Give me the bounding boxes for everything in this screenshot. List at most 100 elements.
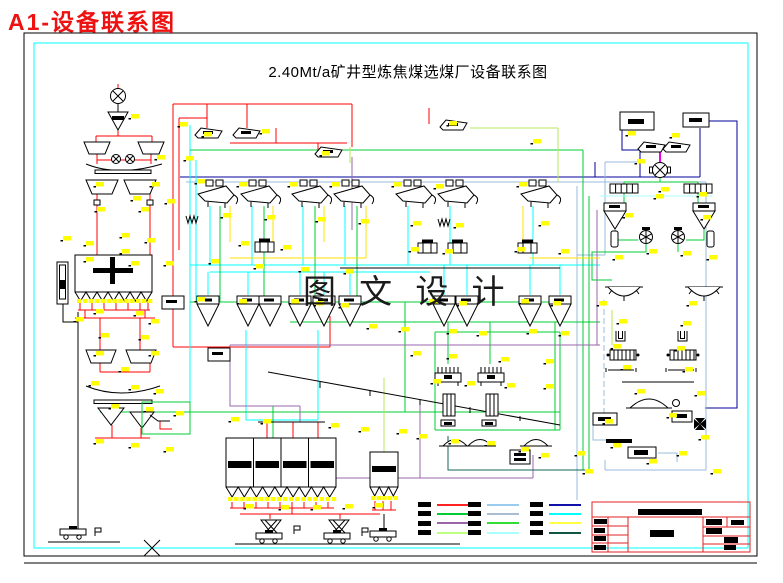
equipment-label-mark	[533, 139, 541, 144]
label-leader-tick	[319, 155, 322, 157]
label-leader-tick	[646, 253, 649, 255]
label-leader-tick	[259, 133, 262, 135]
label-leader-tick	[538, 225, 541, 227]
label-leader-tick	[343, 273, 346, 275]
feeder-dot	[295, 497, 300, 501]
equipment-label-mark	[709, 255, 717, 260]
label-leader-tick	[558, 253, 561, 255]
cyclone-icon	[258, 295, 282, 327]
arc-thickener-icon	[684, 286, 724, 302]
label-leader-tick	[634, 163, 637, 165]
label-leader-tick	[128, 265, 131, 267]
equipment-label-mark	[456, 223, 464, 228]
label-leader-tick	[173, 415, 176, 417]
reagent-box-icon	[509, 449, 531, 465]
feeder-dot	[94, 299, 100, 303]
equipment-label-mark	[519, 182, 527, 187]
gangue-bunker-icon	[369, 451, 399, 531]
equipment-label-mark	[637, 389, 645, 394]
label-leader-tick	[372, 507, 375, 509]
label-leader-tick	[83, 245, 86, 247]
feeder-dot	[100, 299, 106, 303]
feeder-dot	[130, 299, 135, 303]
equipment-label-mark	[166, 261, 174, 266]
label-leader-tick	[133, 315, 136, 317]
label-leader-tick	[410, 225, 413, 227]
equipment-label-mark	[156, 389, 164, 394]
label-leader-tick	[154, 159, 157, 161]
equipment-label-mark	[91, 381, 99, 386]
feeder-dot	[240, 497, 245, 501]
equipment-label-mark	[152, 182, 160, 187]
equipment-label-mark	[451, 439, 459, 444]
label-leader-tick	[543, 363, 546, 365]
equipment-label-mark	[166, 447, 174, 452]
dense-medium-cyclone-icon	[603, 202, 716, 230]
equipment-label-mark	[507, 383, 515, 388]
label-leader-tick	[408, 251, 411, 253]
label-leader-tick	[228, 421, 231, 423]
feeder-dot	[382, 496, 387, 500]
rail-wagon-icon	[369, 527, 397, 542]
label-leader-tick	[391, 186, 394, 188]
equipment-label-mark	[239, 299, 247, 304]
equipment-label-mark	[459, 301, 467, 306]
equipment-label-mark	[211, 259, 219, 264]
label-leader-tick	[610, 447, 613, 449]
label-leader-tick	[680, 255, 683, 257]
fan-icon	[694, 418, 706, 430]
equipment-label-mark	[661, 187, 669, 192]
label-leader-tick	[138, 211, 141, 213]
equipment-label-mark	[429, 299, 437, 304]
feed-box-icon	[161, 295, 231, 362]
green-loop	[141, 401, 191, 435]
feeder-dot	[387, 496, 393, 500]
drawing-title: 2.40Mt/a矿井型炼焦煤选煤厂设备联系图	[268, 64, 548, 81]
label-leader-tick	[694, 395, 697, 397]
label-leader-tick	[622, 217, 625, 219]
equipment-label-mark	[605, 419, 613, 424]
legend-line-swatch	[487, 522, 519, 525]
label-leader-tick	[550, 305, 553, 307]
label-leader-tick	[148, 355, 151, 357]
feeder-dot	[325, 497, 331, 501]
label-leader-tick	[456, 305, 459, 307]
equipment-label-mark	[157, 155, 165, 160]
legend-line-swatch	[549, 522, 581, 525]
label-leader-tick	[60, 240, 63, 242]
title-block-name-redacted	[638, 509, 702, 515]
feeder-dot	[319, 497, 324, 501]
label-leader-tick	[658, 191, 661, 193]
equipment-label-mark	[529, 329, 537, 334]
label-leader-tick	[183, 160, 186, 162]
label-leader-tick	[625, 135, 628, 137]
legend-label-redacted	[530, 530, 543, 536]
label-leader-tick	[163, 265, 166, 267]
surge-bin-icon	[619, 111, 710, 131]
product-bunker-icon	[225, 437, 337, 498]
label-leader-tick	[634, 393, 637, 395]
feeder-dot	[331, 497, 337, 501]
label-leader-tick	[287, 186, 290, 188]
equipment-label-mark	[467, 381, 475, 386]
equipment-label-mark	[167, 199, 175, 204]
equipment-label-mark	[613, 344, 621, 349]
equipment-label-mark	[111, 404, 119, 409]
equipment-label-mark	[176, 411, 184, 416]
legend-label-redacted	[468, 511, 481, 517]
equipment-label-mark	[413, 221, 421, 226]
label-leader-tick	[243, 508, 246, 510]
equipment-label-mark	[361, 427, 369, 432]
label-leader-tick	[149, 186, 152, 188]
equipment-label-mark	[599, 301, 607, 306]
equipment-label-mark	[101, 333, 109, 338]
equipment-label-mark	[546, 384, 554, 389]
label-leader-tick	[358, 431, 361, 433]
slurry-pump-icon	[671, 226, 685, 244]
feeder-dot	[106, 299, 111, 303]
label-leader-tick	[315, 221, 318, 223]
feeder-dot	[282, 497, 288, 501]
equipment-label-mark	[699, 192, 707, 197]
legend-label-redacted	[418, 520, 431, 526]
